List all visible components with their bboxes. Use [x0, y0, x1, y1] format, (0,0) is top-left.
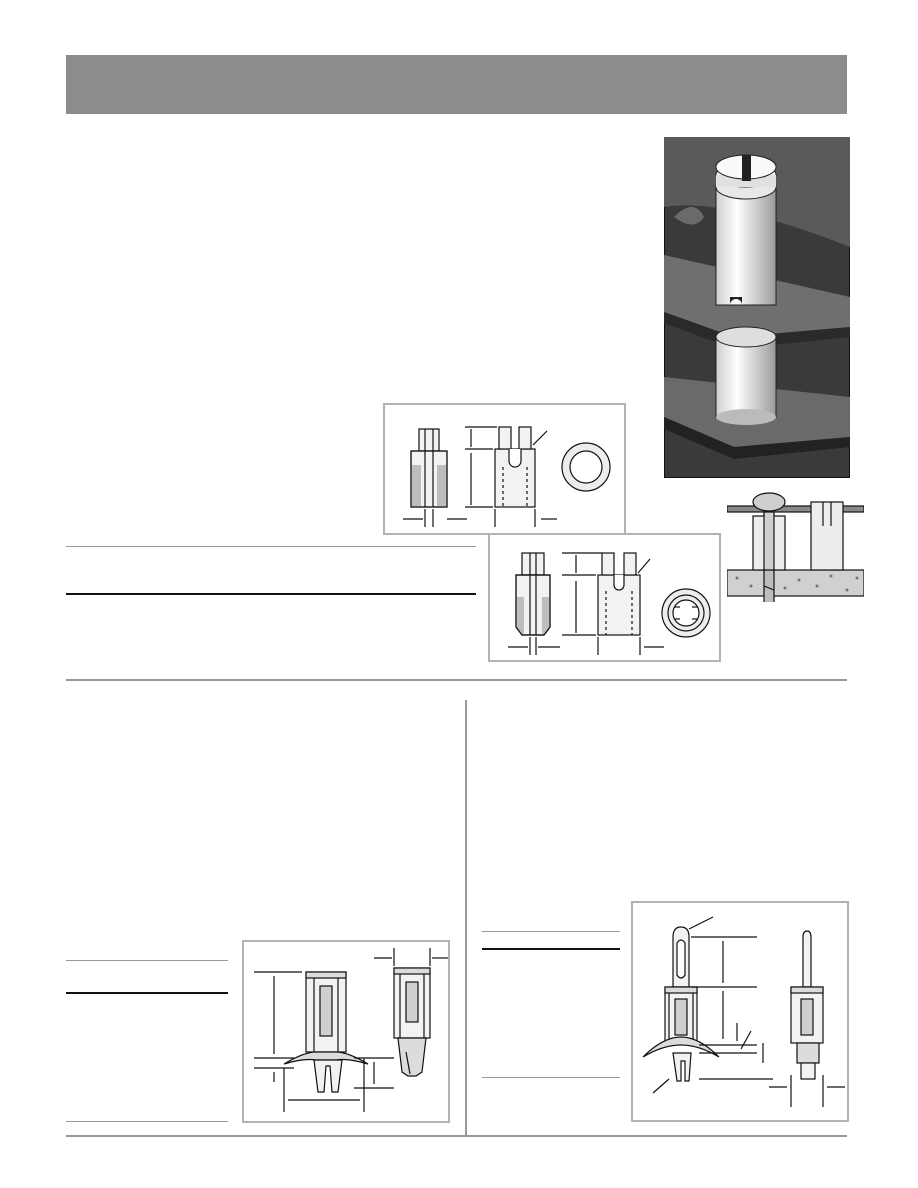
snap-table-rule-top	[66, 960, 228, 961]
slotted-spacer-drawing-icon	[403, 426, 611, 527]
locking-support-panel	[631, 901, 849, 1122]
spacer-drawing-panel-a	[383, 403, 626, 535]
lock-table-rule-top	[482, 931, 620, 932]
install-sketch	[727, 486, 864, 602]
page-bottom-rule	[66, 1135, 847, 1137]
tapered-spacer-drawing-icon	[508, 552, 711, 655]
standoff-photo	[664, 137, 850, 478]
lock-table-rule-bottom	[482, 1077, 620, 1078]
snap-support-panel	[242, 940, 450, 1123]
column-divider	[465, 700, 467, 1136]
spacer-drawing-panel-b	[488, 533, 721, 662]
screw-mounted-spacer-sketch-icon	[727, 492, 864, 602]
locking-support-drawing-icon	[642, 916, 845, 1107]
table-rule-top	[66, 546, 476, 547]
section-divider	[66, 679, 847, 681]
snap-table-rule-bottom	[66, 1121, 228, 1122]
table-rule-bottom	[66, 593, 476, 595]
standoff-photo-icon	[664, 137, 850, 478]
snap-in-support-drawing-icon	[254, 948, 448, 1112]
lock-table-rule-header	[482, 948, 620, 950]
header-band	[66, 55, 847, 114]
snap-table-rule-header	[66, 992, 228, 994]
